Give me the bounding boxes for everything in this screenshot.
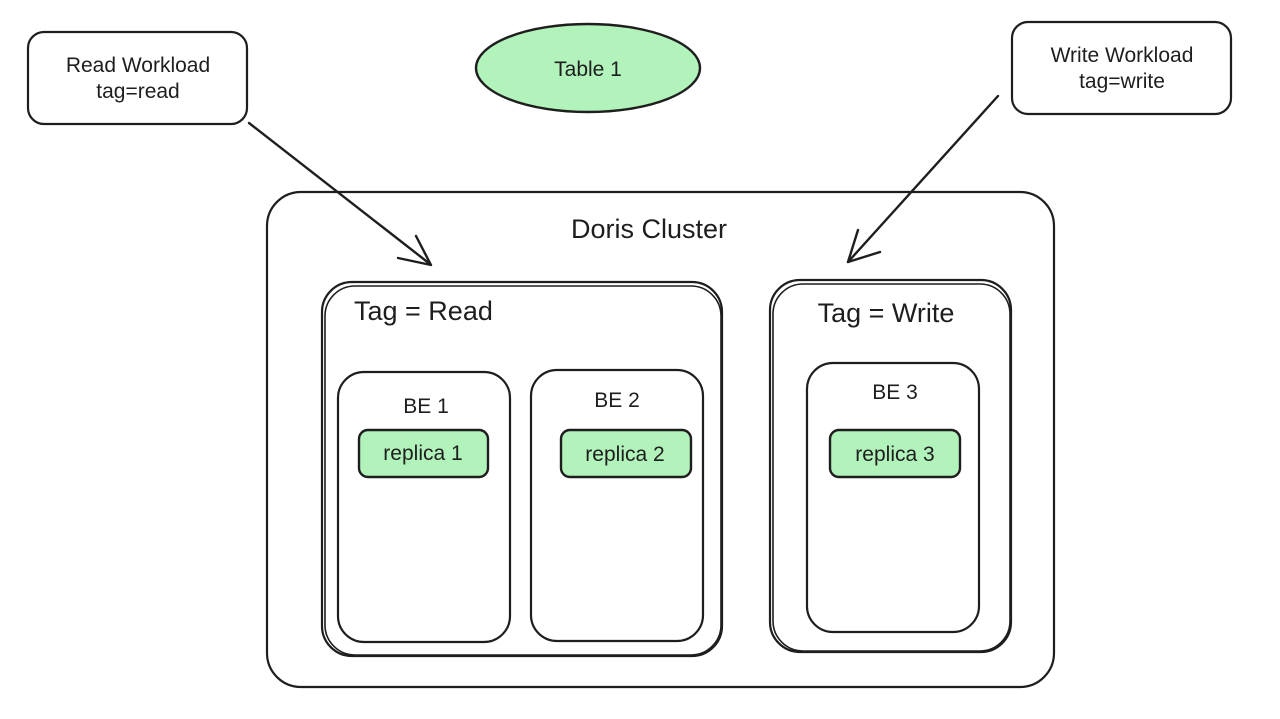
- table-ellipse: [474, 22, 702, 114]
- write-arrow-line: [846, 94, 1000, 264]
- be-1[interactable]: BE 1 replica 1: [336, 370, 512, 644]
- be-2[interactable]: BE 2 replica 2: [529, 368, 705, 643]
- write-workload-node[interactable]: Write Workload tag=write: [1010, 20, 1233, 116]
- tag-write-title: Tag = Write: [818, 298, 955, 328]
- write-arrow-head: [846, 228, 882, 264]
- replica-3-box: [828, 428, 962, 479]
- read-workload-title: Read Workload: [66, 54, 210, 77]
- tag-write-group: Tag = Write BE 3 replica 3: [768, 278, 1013, 654]
- write-workload-box: [1010, 20, 1233, 116]
- tag-write-box-stroke: [772, 283, 1011, 652]
- replica-3-label: replica 3: [855, 443, 934, 466]
- replica-2-box: [559, 428, 693, 479]
- be-1-label: BE 1: [403, 395, 449, 418]
- read-arrow: [247, 121, 433, 267]
- table-node[interactable]: Table 1: [474, 22, 702, 114]
- read-workload-tag: tag=read: [96, 80, 180, 103]
- replica-2-label: replica 2: [585, 443, 664, 466]
- read-workload-node[interactable]: Read Workload tag=read: [26, 30, 249, 126]
- write-workload-title: Write Workload: [1051, 44, 1194, 67]
- write-workload-tag: tag=write: [1079, 70, 1165, 93]
- read-arrow-line: [247, 121, 432, 266]
- replica-1-box: [357, 428, 490, 479]
- be-3[interactable]: BE 3 replica 3: [805, 361, 981, 634]
- write-arrow: [846, 94, 1000, 264]
- replica-1-label: replica 1: [383, 442, 462, 465]
- read-arrow-head: [396, 234, 433, 267]
- be-2-label: BE 2: [594, 389, 640, 412]
- tag-read-box-stroke: [324, 285, 722, 656]
- be-3-label: BE 3: [872, 381, 918, 404]
- tag-read-title: Tag = Read: [354, 296, 493, 326]
- read-workload-box: [26, 30, 249, 126]
- tag-read-group: Tag = Read BE 1 replica 1 BE 2 replica 2: [320, 280, 724, 658]
- doris-cluster-title: Doris Cluster: [571, 214, 727, 244]
- table-label: Table 1: [554, 58, 622, 81]
